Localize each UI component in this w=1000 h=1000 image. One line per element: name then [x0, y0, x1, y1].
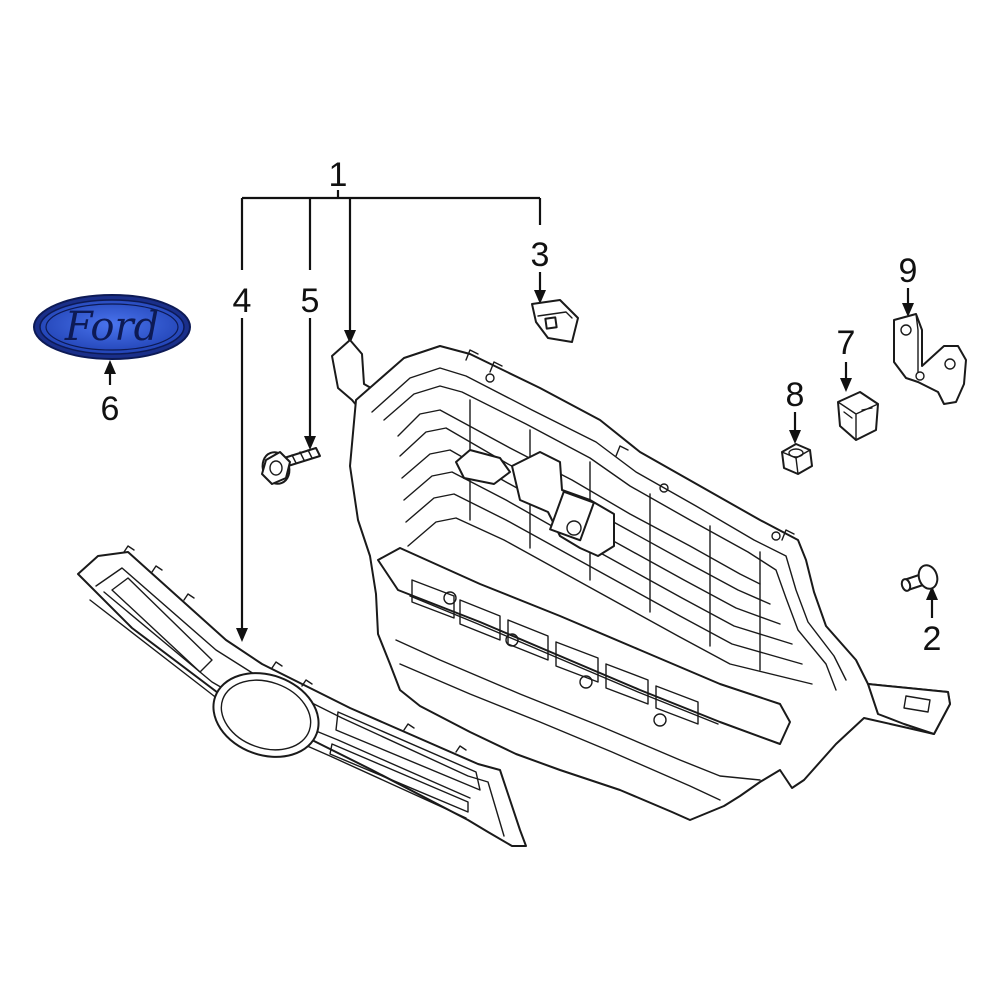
- arrow-to-grille: [344, 330, 356, 344]
- callout-3: 3: [531, 236, 550, 274]
- callout-1: 1: [329, 156, 348, 194]
- main-grille-part: [331, 339, 951, 821]
- leader-lines: [108, 190, 934, 630]
- arrow-to-clip: [534, 290, 546, 304]
- callout-2: 2: [923, 620, 942, 658]
- emblem-face: [39, 299, 185, 355]
- bracket-part: [893, 313, 967, 405]
- nut-part: [781, 443, 813, 475]
- leader-arrowheads: [104, 290, 938, 642]
- clip-part: [531, 299, 579, 343]
- callout-9: 9: [899, 252, 918, 290]
- arrow-to-bracket: [902, 303, 914, 317]
- callout-8: 8: [786, 376, 805, 414]
- arrow-to-pin: [926, 586, 938, 600]
- arrow-to-bolt: [304, 436, 316, 450]
- pin-part: [900, 564, 939, 592]
- arrow-to-nut: [789, 430, 801, 444]
- emblem-script: Ford: [64, 304, 159, 350]
- callout-4: 4: [233, 282, 252, 320]
- callout-numbers: 1 2 3 4 5 6 7 8 9: [101, 156, 942, 658]
- pad-part: [837, 391, 879, 441]
- callout-5: 5: [301, 282, 320, 320]
- upper-bezel-part: [77, 545, 527, 847]
- arrow-to-bezel: [236, 628, 248, 642]
- ford-emblem-part: Ford: [33, 294, 191, 360]
- bolt-part: [261, 447, 321, 485]
- callout-7: 7: [837, 324, 856, 362]
- arrow-to-emblem: [104, 360, 116, 374]
- callout-6: 6: [101, 390, 120, 428]
- bezel-emblem-ring: [212, 672, 320, 758]
- arrow-to-pad: [840, 378, 852, 392]
- emblem-inner-ring: [45, 303, 179, 351]
